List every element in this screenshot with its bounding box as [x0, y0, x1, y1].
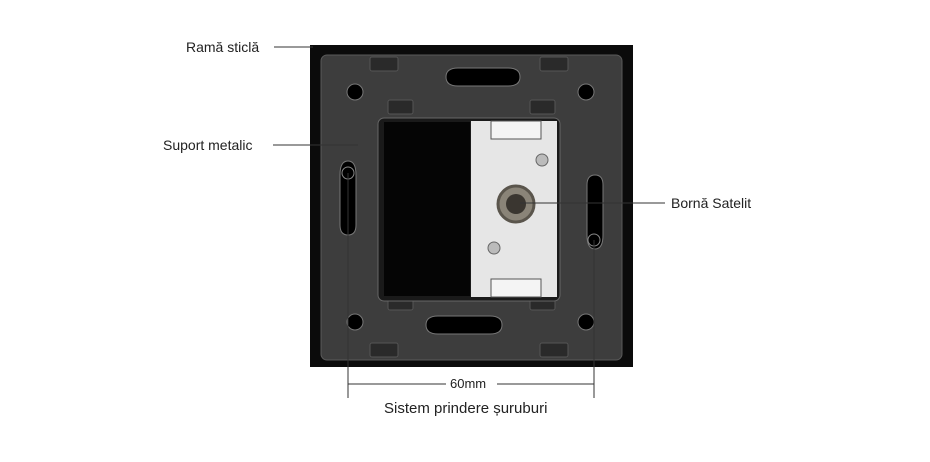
- callout-lines: [273, 46, 665, 398]
- blank-half: [384, 122, 470, 296]
- label-dimension: 60mm: [450, 376, 487, 391]
- screw-icon: [535, 153, 549, 167]
- screw-icon: [487, 241, 501, 255]
- label-metal-bracket: Suport metalic: [163, 137, 253, 153]
- label-satellite-terminal: Bornă Satelit: [671, 195, 752, 211]
- label-glass-frame: Ramă sticlă: [186, 39, 260, 55]
- label-screw-mounting: Sistem prindere șuruburi: [384, 400, 548, 417]
